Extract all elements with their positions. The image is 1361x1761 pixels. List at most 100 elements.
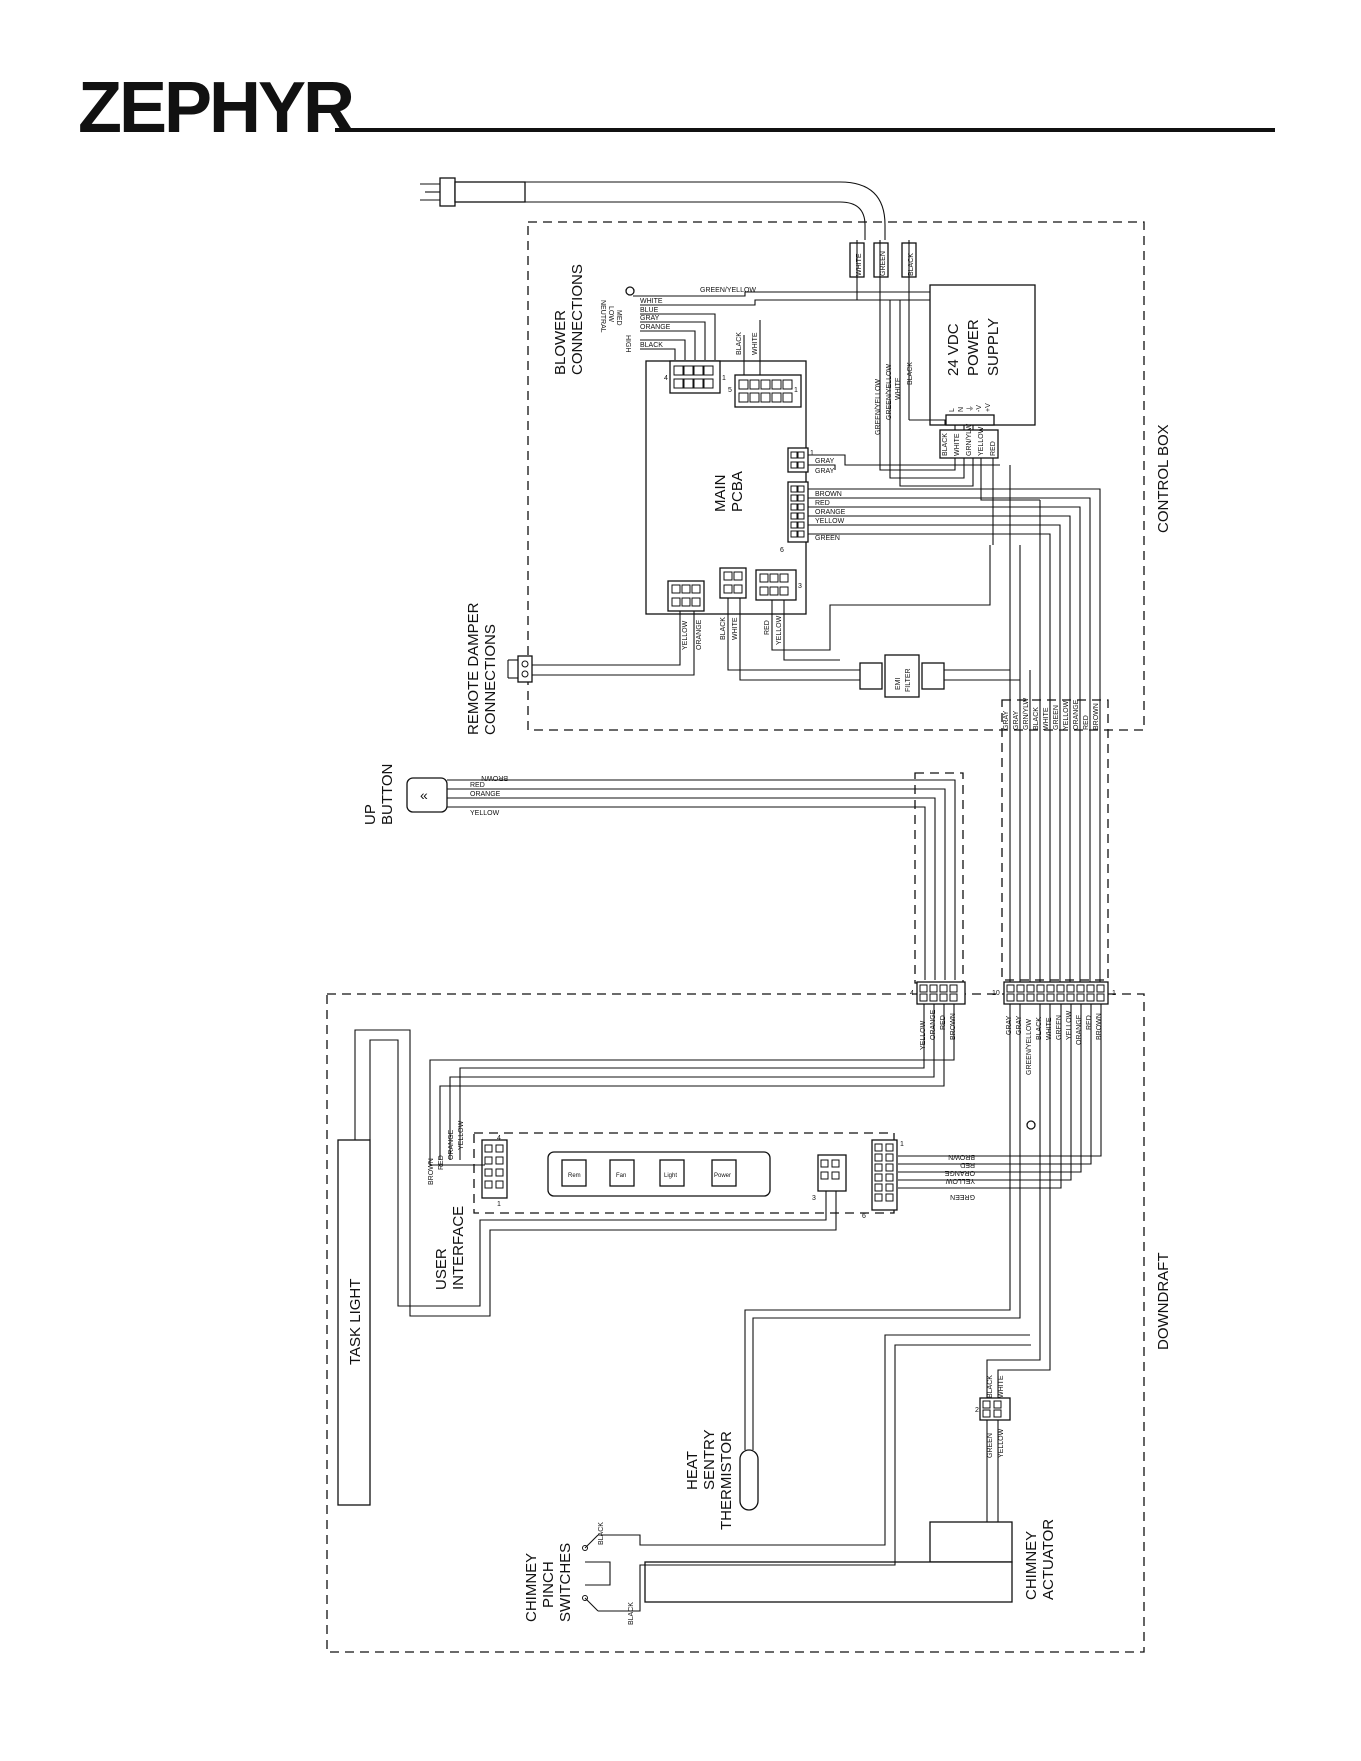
svg-text:-V: -V (976, 405, 983, 412)
svg-text:WHITE: WHITE (1043, 707, 1050, 730)
pcba-damper-connector (667, 580, 705, 612)
pcba-blower-connector: 4 1 (664, 360, 726, 394)
header-rule (335, 128, 1275, 132)
connector-4pin: 4 YELLOW ORANGE RED BROWN (910, 981, 966, 1050)
svg-text:RED: RED (990, 441, 997, 456)
chimney-pinch-switches: BLACK BLACK (582, 1334, 1031, 1625)
power-supply (929, 284, 1036, 426)
svg-text:GRAY: GRAY (815, 468, 835, 475)
svg-text:WHITE: WHITE (998, 1375, 1005, 1398)
pcba-right-wires: GRAY GRAY BROWN RED ORANGE YELLOW GREEN (808, 454, 1101, 720)
svg-text:1: 1 (810, 450, 814, 457)
svg-text:EMI: EMI (895, 678, 902, 691)
svg-text:HIGH: HIGH (624, 335, 631, 353)
user-interface-board (473, 1132, 895, 1214)
svg-text:1: 1 (497, 1201, 501, 1208)
svg-text:FILTER: FILTER (905, 668, 912, 692)
svg-text:Light: Light (664, 1173, 677, 1179)
svg-text:WHITE: WHITE (954, 433, 961, 456)
svg-text:BROWN: BROWN (815, 491, 842, 498)
svg-text:WHITE: WHITE (856, 253, 863, 276)
pcba-emi-connector (719, 567, 747, 599)
up-button (406, 777, 448, 813)
svg-text:SUPPLY: SUPPLY (985, 318, 1002, 376)
svg-text:RED: RED (960, 1161, 975, 1168)
svg-text:BLACK: BLACK (720, 617, 727, 640)
svg-text:RED: RED (815, 500, 830, 507)
svg-text:GREEN/YELLOW: GREEN/YELLOW (886, 364, 893, 420)
actuator-connector: 2 BLACK WHITE GREEN YELLOW (975, 1375, 1011, 1458)
main-pcba-label: MAIN PCBA (712, 471, 746, 512)
svg-text:CHIMNEY: CHIMNEY (523, 1553, 540, 1622)
power-button[interactable] (711, 1159, 737, 1187)
svg-text:4: 4 (664, 375, 668, 382)
light-button[interactable] (659, 1159, 685, 1187)
svg-text:4: 4 (910, 990, 914, 997)
up-button-wires: BROWN BROWN RED ORANGE YELLOW (447, 772, 964, 984)
power-supply-label: 24 VDC POWER SUPPLY (945, 318, 1002, 376)
chimney-actuator (644, 1521, 1013, 1603)
svg-text:BLACK: BLACK (628, 1602, 635, 1625)
svg-text:THERMISTOR: THERMISTOR (718, 1431, 735, 1530)
svg-text:GREEN: GREEN (987, 1433, 994, 1458)
svg-text:RED: RED (438, 1155, 445, 1170)
svg-text:WHITE: WHITE (732, 617, 739, 640)
svg-text:USER: USER (433, 1248, 450, 1290)
cord-wire-labels: WHITE GREEN BLACK (849, 242, 917, 278)
svg-text:RED: RED (1083, 715, 1090, 730)
svg-text:BLACK: BLACK (907, 362, 914, 385)
svg-text:2: 2 (975, 1407, 979, 1414)
svg-text:HEAT: HEAT (684, 1451, 701, 1490)
svg-text:BLACK: BLACK (908, 253, 915, 276)
svg-text:WHITE: WHITE (752, 332, 759, 355)
svg-text:6: 6 (780, 547, 784, 554)
user-interface-label: USER INTERFACE (433, 1206, 467, 1290)
svg-text:ORANGE: ORANGE (470, 791, 501, 798)
ground-screw-icon (1026, 1120, 1036, 1130)
power-supply-terminals: L N ⏚ -V +V (945, 403, 995, 426)
svg-text:BROWN: BROWN (428, 1158, 435, 1185)
up-button-sheath (914, 772, 964, 984)
svg-text:GREEN/YELLOW: GREEN/YELLOW (1026, 1019, 1033, 1075)
svg-text:BLUE: BLUE (640, 307, 659, 314)
svg-text:ORANGE: ORANGE (640, 324, 671, 331)
svg-text:GRAY: GRAY (1003, 710, 1010, 730)
pcba-bottom-right-connector: 3 (755, 569, 802, 601)
rem-button[interactable] (561, 1159, 587, 1187)
main-wire-bundle (1001, 465, 1109, 990)
svg-text:GRAY: GRAY (640, 315, 660, 322)
svg-text:N: N (958, 407, 965, 412)
fan-button[interactable] (609, 1159, 635, 1187)
svg-text:ORANGE: ORANGE (815, 509, 846, 516)
up-button-label: UP BUTTON (362, 764, 396, 825)
ui-left-wires (429, 1004, 955, 1160)
svg-text:3: 3 (812, 1195, 816, 1202)
svg-text:YELLOW: YELLOW (998, 1428, 1005, 1458)
svg-text:WHITE: WHITE (895, 377, 902, 400)
svg-text:ORANGE: ORANGE (1076, 1014, 1083, 1045)
ground-screw-icon (625, 286, 635, 296)
ui-left-connector: 4 1 (481, 1135, 508, 1208)
ui-button-panel: Rem Fan Light Power (547, 1151, 771, 1197)
pcba-bottom-wires: BLACK WHITE RED YELLOW (720, 545, 991, 681)
svg-text:6: 6 (862, 1213, 866, 1220)
svg-text:+V: +V (985, 403, 992, 412)
downdraft-outline (326, 993, 1145, 1653)
svg-text:GREEN: GREEN (950, 1193, 975, 1200)
svg-text:CHIMNEY: CHIMNEY (1023, 1531, 1040, 1600)
svg-text:RED: RED (470, 782, 485, 789)
svg-text:SWITCHES: SWITCHES (557, 1543, 574, 1622)
chevron-up-icon: « (420, 787, 428, 803)
svg-text:LOW: LOW (607, 306, 614, 322)
svg-text:⏚: ⏚ (966, 405, 974, 412)
svg-text:BLACK: BLACK (942, 433, 949, 456)
svg-text:GRN/YLW: GRN/YLW (966, 423, 973, 456)
svg-text:REMOTE DAMPER: REMOTE DAMPER (465, 602, 482, 735)
svg-text:ORANGE: ORANGE (944, 1169, 975, 1176)
svg-text:3: 3 (798, 583, 802, 590)
remote-damper-label: REMOTE DAMPER CONNECTIONS (465, 602, 499, 735)
svg-text:1: 1 (722, 375, 726, 382)
bundle-sheath (1001, 699, 1109, 981)
emi-filter: EMI FILTER (859, 654, 945, 698)
